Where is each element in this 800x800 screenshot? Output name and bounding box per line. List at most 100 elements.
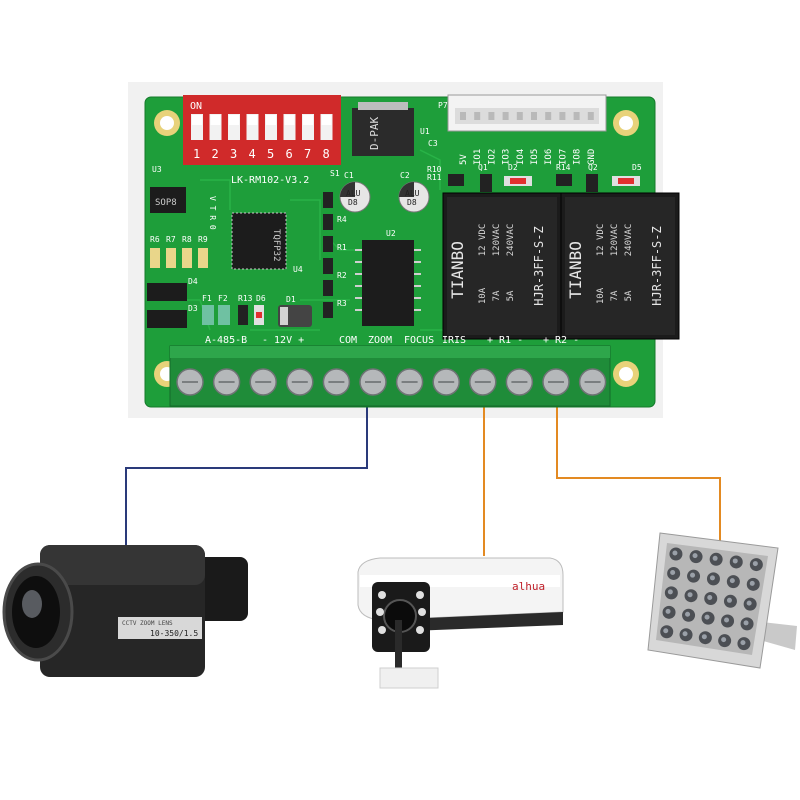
relay-spec: 7A [610,290,620,301]
wire-floodlight [556,398,721,545]
ref-u4: U4 [293,265,303,274]
ref-r8: R8 [182,235,192,244]
io-label: IO4 [516,149,526,165]
cap1-bottom: D8 [348,198,358,207]
camera-brand: alhua [512,580,545,593]
io-label: IO1 [473,149,483,165]
ref-d2: D2 [508,163,518,172]
ref-r9: R9 [198,235,208,244]
cap2-top: ALU [405,189,420,198]
ref-c3: C3 [428,139,438,148]
u2-driver-chip [355,240,421,326]
dip-number: 8 [323,147,330,161]
io-header-connector[interactable] [447,94,607,132]
dip-on-label: ON [190,101,202,112]
relay-spec: 120VAC [610,224,620,257]
mcu-label: TQFP32 [271,229,281,262]
ref-d3: D3 [188,304,198,313]
io-label: IO5 [530,149,540,165]
ref-c2: C2 [400,171,410,180]
terminal-label: IRIS [442,335,466,346]
zoom-lens: CCTV ZOOM LENS 10-350/1.5 [2,545,248,677]
capacitor-c1: ALU D8 [339,181,371,213]
relay-spec: 12 VDC [596,224,606,257]
ref-d1: D1 [286,295,296,304]
relay-model: HJR-3FF-S-Z [650,226,664,305]
ref-r2: R2 [337,271,347,280]
ref-f1: F1 [202,294,212,303]
resistor-array [323,192,333,318]
transistor-area [448,174,640,192]
ref-u3: U3 [152,165,162,174]
io-label: GND [587,149,597,165]
terminal-label: - 12V + [262,335,304,346]
io-label: 5V [459,154,469,165]
relay-spec: 5A [624,290,634,301]
lens-spec: 10-350/1.5 [150,629,198,638]
cap1-top: ALU [346,189,361,198]
ref-d6: D6 [256,294,266,303]
ref-f2: F2 [218,294,228,303]
io-label: IO2 [487,149,497,165]
wire-lens [125,398,368,560]
cap2-bottom: D8 [407,198,417,207]
dip-number: 1 [193,147,200,161]
ref-p7: P7 [438,101,448,110]
terminal-label: + R1 - [487,335,523,346]
ref-r10: R10 [427,165,442,174]
ref-r1: R1 [337,243,347,252]
terminal-label: COM [339,335,357,346]
dpak-label: D-PAK [368,117,381,150]
resistors-r6-r9 [150,248,208,268]
dip-number: 4 [249,147,256,161]
ref-r14: R14 [556,163,571,172]
io-label: IO7 [558,149,568,165]
ref-s1: S1 [330,169,340,178]
lens-caption: CCTV ZOOM LENS [122,620,173,627]
relay-model: HJR-3FF-S-Z [532,226,546,305]
ref-r3: R3 [337,299,347,308]
box-camera: alhua [357,557,564,689]
io-label: IO3 [502,149,512,165]
relay-2: TIANBO 12 VDC 120VAC 240VAC 10A 7A 5A HJR-3FF-S… [560,192,680,340]
wires [125,398,721,560]
relay-spec: 5A [506,290,516,301]
board-model-label: LK-RM102-V3.2 [231,175,309,186]
relay-spec: 10A [596,287,606,304]
ref-q2: Q2 [588,163,598,172]
ref-vtr: V T R 0 [208,196,217,230]
ref-q1: Q1 [478,163,488,172]
diode-d1 [278,305,312,327]
sop8-chip: SOP8 [150,187,186,213]
ref-r7: R7 [166,235,176,244]
ref-u1: U1 [420,127,430,136]
capacitor-c2: ALU D8 [398,181,430,213]
ref-r4: R4 [337,215,347,224]
relay-spec: 120VAC [492,224,502,257]
relay-spec: 240VAC [506,224,516,257]
led-floodlight [647,532,797,669]
ref-r11: R11 [427,173,442,182]
ref-r13: R13 [238,294,253,303]
dpak-regulator: D-PAK [352,102,414,156]
fuses-and-led [202,305,264,325]
relay-brand: TIANBO [566,241,585,299]
relay-spec: 240VAC [624,224,634,257]
relay-spec: 10A [478,287,488,304]
relay-brand: TIANBO [448,241,467,299]
dip-number: 3 [230,147,237,161]
dip-number: 5 [267,147,274,161]
camera-ir-leds [376,591,426,634]
terminal-label: FOCUS [404,335,434,346]
relay-spec: 12 VDC [478,224,488,257]
ref-u2: U2 [386,229,396,238]
terminal-label: + R2 - [543,335,579,346]
ref-d4: D4 [188,277,198,286]
screw-terminal-block[interactable] [169,345,611,407]
